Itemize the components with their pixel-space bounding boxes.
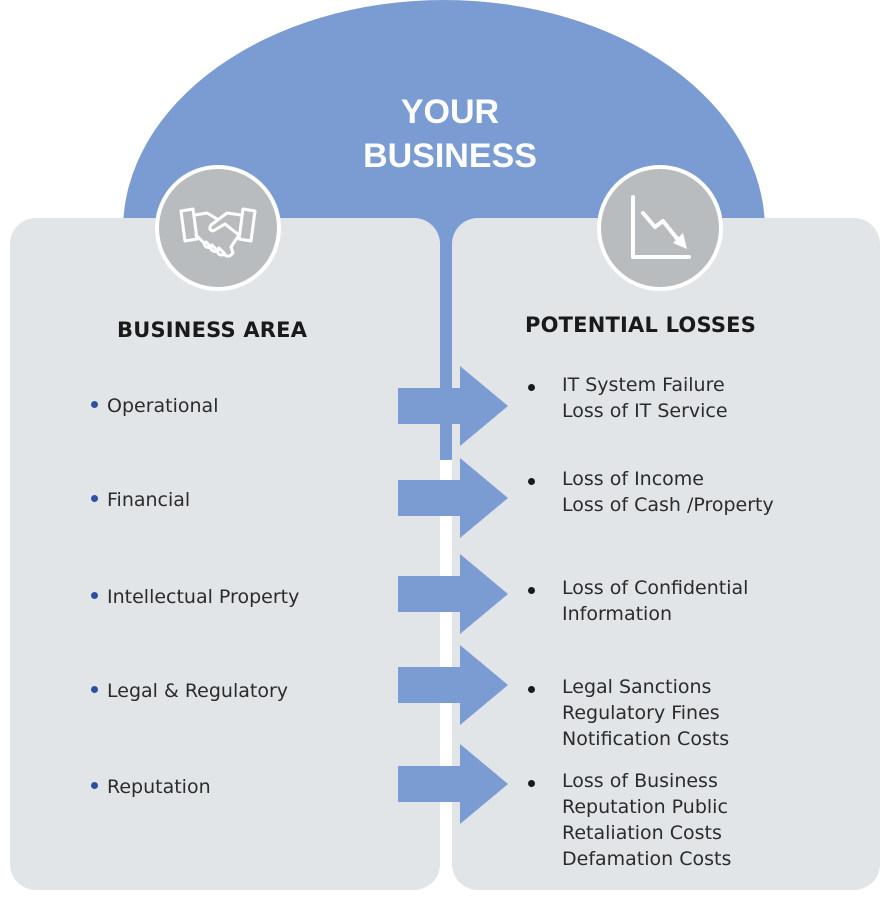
loss-line: Loss of Cash /Property [562,494,774,516]
loss-line: Notification Costs [562,728,730,750]
bullet-icon [91,782,98,789]
business-area-label: Reputation [107,776,211,798]
loss-line: Reputation Public [562,796,728,818]
bullet-icon [528,587,535,594]
business-area-item: Intellectual Property [91,586,299,608]
right-arrow-icon [398,366,508,446]
loss-line: Legal Sanctions [562,676,712,698]
right-arrow-icon [398,645,508,725]
diagram-title: YOUR BUSINESS [300,90,600,178]
loss-line: IT System Failure [562,374,725,396]
title-line-2: BUSINESS [363,137,537,175]
bullet-icon [91,592,98,599]
loss-line: Loss of Confidential [562,577,749,599]
loss-line: Retaliation Costs [562,822,722,844]
right-arrow-icon [398,554,508,634]
loss-line: Loss of Income [562,468,704,490]
bullet-icon [528,686,535,693]
potential-loss-item: IT System Failure Loss of IT Service [528,372,728,424]
business-area-item: Reputation [91,776,211,798]
business-area-label: Financial [107,489,191,511]
loss-line: Regulatory Fines [562,702,720,724]
title-line-1: YOUR [400,93,500,131]
handshake-icon [155,165,281,291]
declining-chart-icon [597,165,723,291]
loss-line: Defamation Costs [562,848,732,870]
potential-loss-item: Loss of Confidential Information [528,575,748,627]
bullet-icon [528,478,535,485]
loss-line: Loss of IT Service [562,400,728,422]
right-arrow-icon [398,744,508,824]
business-area-heading: BUSINESS AREA [117,318,308,342]
business-area-label: Intellectual Property [107,586,300,608]
business-area-item: Legal & Regulatory [91,680,288,702]
loss-line: Loss of Business [562,770,718,792]
business-area-label: Operational [107,395,219,417]
potential-loss-item: Loss of Income Loss of Cash /Property [528,466,774,518]
loss-line: Information [562,603,672,625]
business-area-panel [10,218,440,890]
bullet-icon [91,401,98,408]
bullet-icon [528,780,535,787]
right-arrow-icon [398,458,508,538]
potential-losses-panel [452,218,880,890]
bullet-icon [528,384,535,391]
bullet-icon [91,495,98,502]
business-area-item: Operational [91,395,218,417]
potential-loss-item: Loss of Business Reputation Public Retal… [528,768,731,872]
potential-loss-item: Legal Sanctions Regulatory Fines Notific… [528,674,729,752]
potential-losses-heading: POTENTIAL LOSSES [525,313,757,337]
business-area-item: Financial [91,489,190,511]
bullet-icon [91,686,98,693]
business-area-label: Legal & Regulatory [107,680,289,702]
